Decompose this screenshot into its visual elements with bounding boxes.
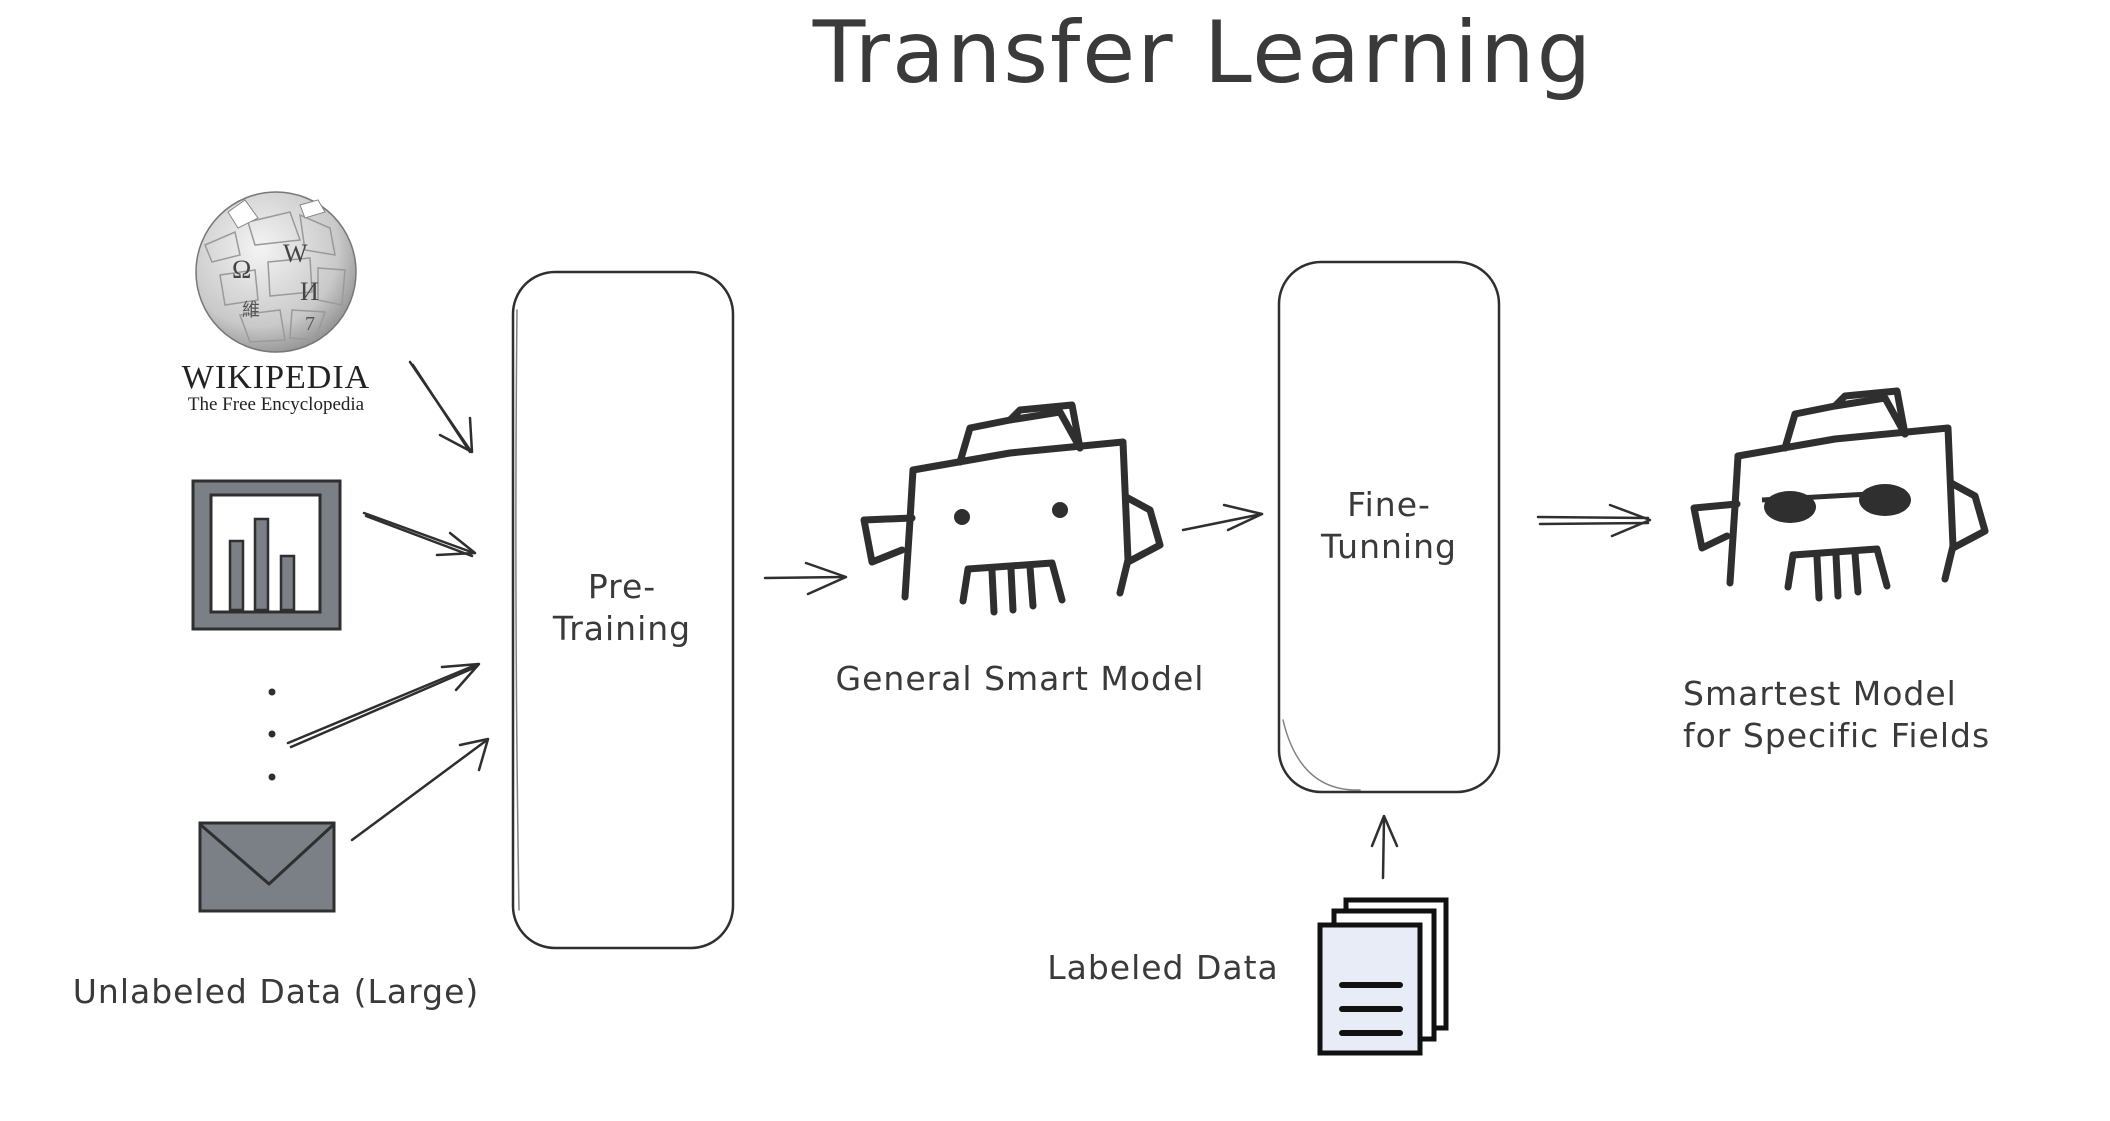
labeled-documents-icon — [1317, 897, 1449, 1056]
finetuning-label-line2: Tunning — [1320, 527, 1457, 566]
unlabeled-data-caption: Unlabeled Data (Large) — [73, 972, 480, 1011]
svg-text:維: 維 — [242, 300, 260, 320]
svg-text:W: W — [283, 239, 308, 268]
pretraining-box — [511, 270, 735, 950]
bar-chart-icon — [191, 479, 342, 631]
source-arrows — [286, 360, 490, 842]
finetuning-box — [1277, 260, 1501, 794]
smartest-model-robot-icon — [1690, 387, 1989, 602]
pretraining-box-sketch — [515, 309, 520, 911]
svg-text:И: И — [300, 277, 319, 306]
labeled-data-label: Labeled Data — [1047, 948, 1279, 987]
wikipedia-globe-icon: W Ω И 維 7 — [195, 191, 357, 353]
general-smart-model-label: General Smart Model — [836, 659, 1205, 698]
robot-left-eye-icon — [954, 509, 970, 525]
finetuning-to-model-arrow — [1536, 503, 1652, 538]
svg-text:7: 7 — [305, 313, 315, 335]
smartest-model-label-line1: Smartest Model — [1683, 674, 1957, 713]
smartest-model-label-line2: for Specific Fields — [1683, 716, 1990, 755]
sunglasses-icon — [1761, 484, 1911, 523]
general-smart-model-robot-icon — [860, 401, 1164, 616]
robot-right-eye-icon — [1052, 502, 1068, 518]
pretraining-label-line2: Training — [552, 609, 691, 648]
pretraining-to-model-arrow — [763, 561, 848, 596]
model-to-finetuning-arrow — [1181, 503, 1264, 532]
diagram-title: Transfer Learning — [812, 3, 1594, 103]
finetuning-box-sketch — [1282, 719, 1361, 791]
pretraining-label-line1: Pre- — [588, 567, 656, 606]
finetuning-label-line1: Fine- — [1347, 485, 1431, 524]
envelope-icon — [198, 821, 336, 913]
labeled-data-arrow — [1370, 814, 1399, 880]
wikipedia-wordmark: WIKIPEDIA — [182, 359, 370, 396]
wikipedia-tagline: The Free Encyclopedia — [188, 394, 365, 415]
svg-text:Ω: Ω — [232, 255, 251, 284]
more-sources-ellipsis — [268, 688, 276, 781]
